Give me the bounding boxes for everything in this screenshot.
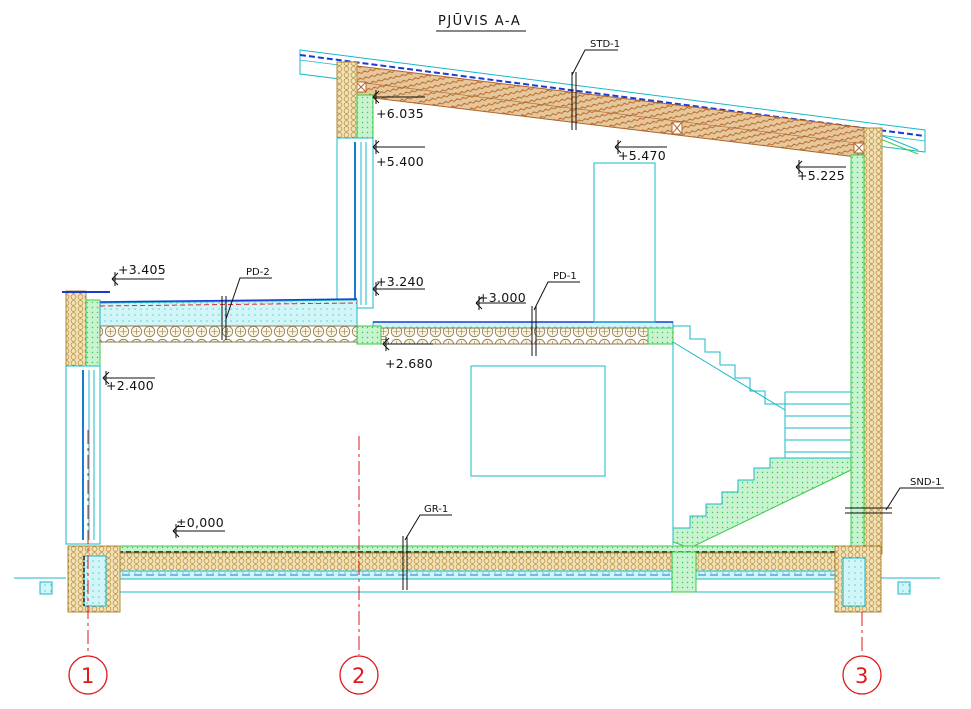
floor-slab-pd1 (356, 321, 674, 345)
drawing-title: PJŪVIS A-A (436, 14, 526, 32)
tag-snd1: SND-1 (910, 477, 942, 488)
axis-label-3: 3 (855, 664, 868, 688)
svg-text:PJŪVIS A-A: PJŪVIS A-A (438, 14, 521, 29)
level-5225: +5.225 (797, 168, 845, 183)
tag-gr1: GR-1 (424, 504, 448, 515)
axis-label-2: 2 (352, 664, 365, 688)
tag-std1: STD-1 (590, 39, 620, 50)
level-markers (102, 90, 846, 538)
level-3240: +3.240 (376, 274, 424, 289)
tag-pd1: PD-1 (553, 271, 577, 282)
level-3405: +3.405 (118, 262, 166, 277)
ground-floor-slab (14, 545, 940, 613)
level-0000: ±0,000 (176, 515, 224, 530)
upper-door-opening (593, 162, 656, 323)
axis-label-1: 1 (81, 664, 94, 688)
lower-wall-opening (470, 365, 606, 477)
staircase (672, 325, 852, 549)
level-2680: +2.680 (385, 356, 433, 371)
left-wall (62, 290, 110, 545)
tag-pd2: PD-2 (246, 267, 270, 278)
level-5470: +5.470 (618, 148, 666, 163)
grid-axes: 1 2 3 (68, 430, 882, 695)
level-6035: +6.035 (376, 106, 424, 121)
section-tags (221, 49, 944, 590)
right-wall (850, 127, 883, 555)
upper-wall-left (336, 61, 374, 309)
level-5400: +5.400 (376, 154, 424, 169)
level-2400: +2.400 (106, 378, 154, 393)
sloped-roof (299, 49, 926, 159)
level-3000: +3.000 (478, 290, 526, 305)
flat-roof-pd2 (99, 298, 358, 343)
